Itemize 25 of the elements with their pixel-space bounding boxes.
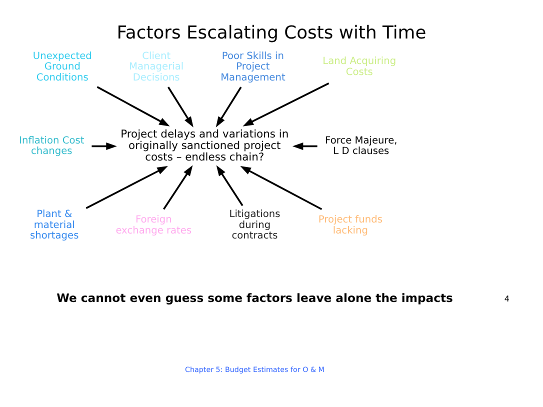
arrow <box>86 166 168 209</box>
node-text: Poor Skills in Project Management <box>220 50 286 84</box>
node-text: Land Acquiring Costs <box>322 56 396 78</box>
node-text: Project delays and variations in originally sanctioned project costs – endless chain? <box>120 127 289 164</box>
node-text: Litigations during contracts <box>229 209 280 242</box>
arrow <box>96 86 170 126</box>
label: Chapter 5: Budget Estimates for O & M <box>184 365 324 374</box>
arrow <box>242 82 330 126</box>
arrow <box>240 166 322 210</box>
node-text: Client Managerial Decisions <box>129 50 184 84</box>
arrow <box>92 142 117 150</box>
node-text: Force Majeure, L D clauses <box>325 135 398 158</box>
diagram-title: Factors Escalating Costs with Time <box>116 22 426 44</box>
node-text: Project funds lacking <box>318 214 382 236</box>
node-text: Foreign exchange rates <box>116 214 192 236</box>
node-text: Plant & material shortages <box>30 209 79 242</box>
arrow <box>216 86 242 128</box>
arrow <box>216 165 244 206</box>
node-text: Inflation Cost changes <box>19 135 84 158</box>
arrow <box>162 165 193 210</box>
label: We cannot even guess some factors leave alone the impacts <box>56 290 453 305</box>
label: 4 <box>504 294 510 304</box>
node-text: Unexpected Ground Conditions <box>32 50 92 84</box>
arrow <box>292 142 318 150</box>
arrow <box>168 86 194 128</box>
